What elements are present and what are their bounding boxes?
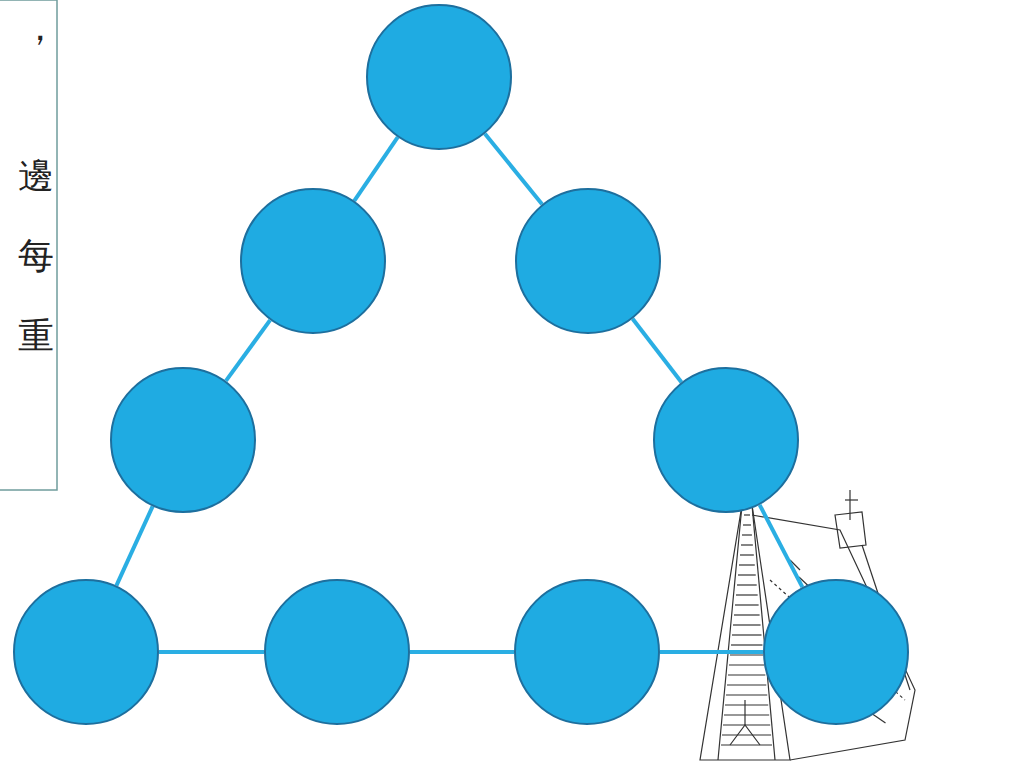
circle-shape [653,367,799,513]
circle-node [653,367,799,513]
circle-node [240,188,386,334]
building-sketch [700,490,915,760]
connector-line [760,505,803,587]
connector-line [485,134,542,205]
panel-text-fragment: 每 [18,238,54,274]
connector-line [633,319,682,382]
connector-line [410,650,514,654]
circle-shape [264,579,410,725]
panel-text-fragment: 重 [18,318,54,354]
circle-node [264,579,410,725]
connector-line [159,650,264,654]
circle-node [366,4,512,150]
circle-node [514,579,660,725]
circle-shape [514,579,660,725]
text-panel [0,0,57,490]
circle-node [763,579,909,725]
circle-shape [240,188,386,334]
connector-line [660,650,763,654]
circle-shape [515,188,661,334]
connector-line [226,320,270,381]
connector-line [354,137,398,201]
circle-node [110,367,256,513]
connector-line [116,506,152,585]
circle-node [13,579,159,725]
panel-text-fragment: 邊 [18,158,54,194]
circle-node [515,188,661,334]
circle-shape [763,579,909,725]
circle-shape [110,367,256,513]
circle-shape [366,4,512,150]
circle-shape [13,579,159,725]
panel-text-fragment: ， [22,10,58,46]
